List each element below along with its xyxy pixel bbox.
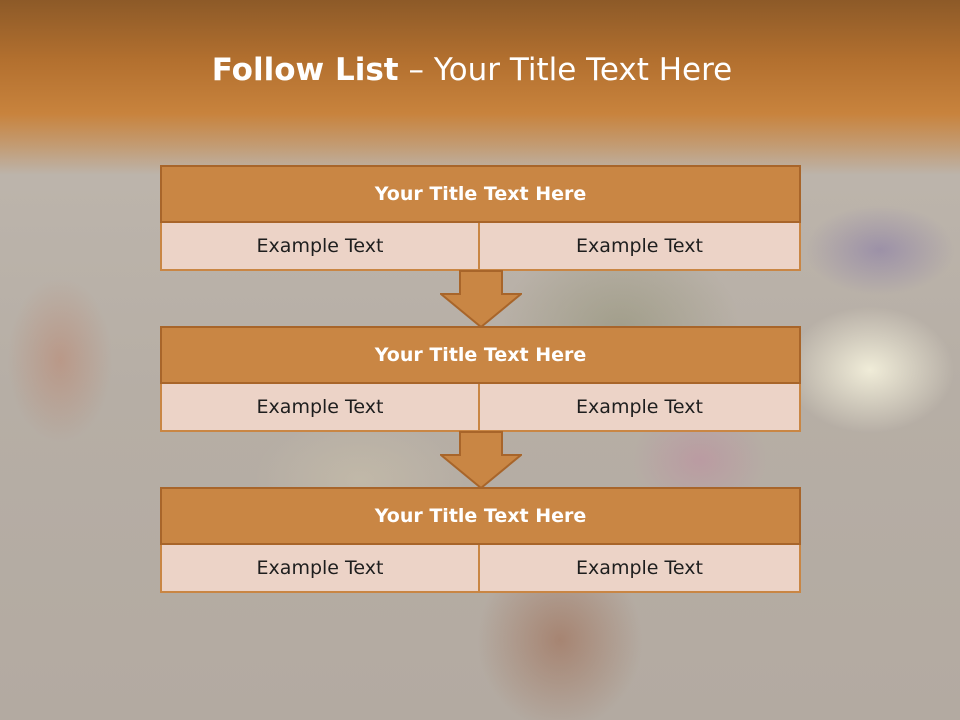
slide-title-main: Follow List — [211, 52, 399, 88]
block-cell-right: Example Text — [480, 223, 801, 271]
block-title: Your Title Text Here — [160, 326, 801, 384]
slide-title-separator: – — [408, 52, 424, 88]
list-block-3: Your Title Text Here Example Text Exampl… — [160, 487, 801, 593]
block-cell-left: Example Text — [160, 545, 480, 593]
block-cell-right: Example Text — [480, 384, 801, 432]
block-title: Your Title Text Here — [160, 165, 801, 223]
list-block-1: Your Title Text Here Example Text Exampl… — [160, 165, 801, 271]
slide-title-subtitle: Your Title Text Here — [433, 52, 733, 88]
list-block-2: Your Title Text Here Example Text Exampl… — [160, 326, 801, 432]
block-title: Your Title Text Here — [160, 487, 801, 545]
title-band — [0, 0, 960, 175]
block-cell-right: Example Text — [480, 545, 801, 593]
down-arrow-icon — [440, 270, 522, 328]
block-cell-left: Example Text — [160, 223, 480, 271]
down-arrow-icon — [440, 431, 522, 489]
slide-title: Follow List – Your Title Text Here — [0, 52, 944, 88]
block-cell-left: Example Text — [160, 384, 480, 432]
